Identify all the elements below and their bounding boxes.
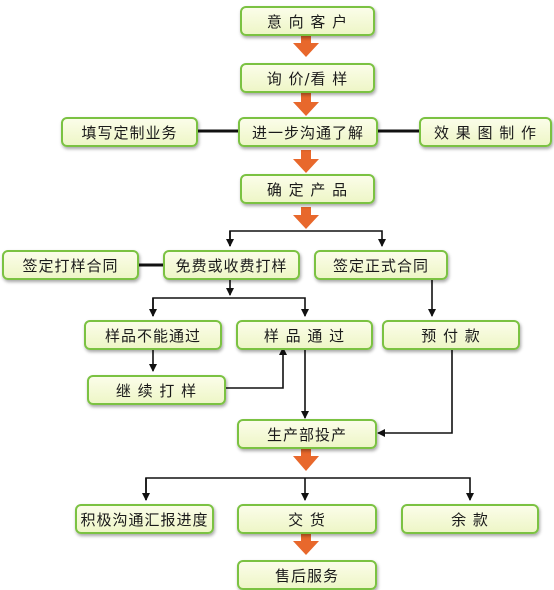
node-sample-contract: 签定打样合同 (2, 250, 139, 280)
orange-arrow-4 (293, 207, 319, 229)
orange-arrow-5 (293, 447, 319, 471)
split-production (145, 477, 474, 501)
node-prepay: 预 付 款 (382, 320, 520, 350)
split-sampling (152, 297, 309, 317)
node-sample-fail: 样品不能通过 (84, 320, 222, 350)
split-confirm (229, 230, 386, 247)
orange-arrow-3 (293, 150, 319, 173)
node-formal-contract: 签定正式合同 (314, 250, 448, 280)
node-effect-design: 效 果 图 制 作 (419, 117, 552, 147)
orange-arrow-2 (293, 93, 319, 116)
node-confirm-product: 确 定 产 品 (240, 174, 375, 204)
node-continue-sampling: 继 续 打 样 (87, 375, 226, 405)
orange-flow-arrows (293, 35, 319, 555)
node-report-progress: 积极沟通汇报进度 (75, 504, 214, 534)
node-fill-business: 填写定制业务 (61, 117, 198, 147)
arrow-lines (142, 230, 474, 501)
orange-arrow-6 (293, 533, 319, 555)
node-inquiry: 询 价/看 样 (240, 63, 375, 93)
node-communicate: 进一步沟通了解 (238, 117, 378, 147)
arrow-prepay-production (377, 348, 453, 437)
orange-arrow-1 (293, 35, 319, 57)
node-production: 生产部投产 (237, 419, 377, 449)
node-sample-pass: 样 品 通 过 (236, 320, 373, 350)
node-after-sales: 售后服务 (237, 560, 377, 590)
side-connectors (139, 129, 419, 267)
node-sampling: 免费或收费打样 (163, 250, 300, 280)
arrow-continue-pass (226, 347, 287, 389)
node-balance: 余 款 (401, 504, 539, 534)
node-intent-customer: 意 向 客 户 (240, 6, 375, 36)
node-delivery: 交 货 (237, 504, 377, 534)
